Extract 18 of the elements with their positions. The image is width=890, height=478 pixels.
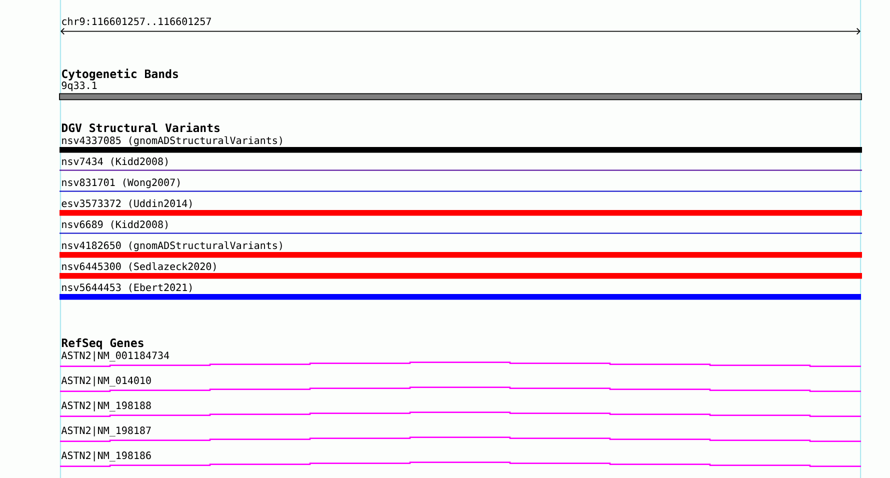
track-heading: RefSeq Genes [62, 338, 144, 350]
variant-label: nsv4337085 (gnomADStructuralVariants) [62, 136, 282, 146]
track-heading: Cytogenetic Bands [62, 68, 178, 80]
band-label: 9q33.1 [62, 82, 97, 92]
gene-label: ASTN2|NM_001184734 [61, 351, 170, 362]
variant-label: nsv6689 (Kidd2008) [62, 220, 168, 230]
variant-label: nsv5644453 (Ebert2021) [62, 283, 192, 292]
gene-label: ASTN2|NM_198186 [61, 451, 151, 462]
gene-label: ASTN2|NM_198187 [61, 426, 151, 436]
variant-label: nsv7434 (Kidd2008) [62, 157, 168, 166]
gene-label: ASTN2|NM_014010 [61, 376, 151, 386]
variant-label: esv3573372 (Uddin2014) [62, 199, 192, 208]
track-heading: DGV Structural Variants [62, 122, 220, 132]
variant-label: nsv6445300 (Sedlazeck2020) [62, 262, 216, 272]
locus-label: chr9:116601257..116601257 [62, 17, 211, 26]
variant-label: nsv831701 (Wong2007) [62, 178, 180, 188]
gene-label: ASTN2|NM_198188 [61, 401, 151, 412]
variant-label: nsv4182650 (gnomADStructuralVariants) [62, 241, 282, 252]
